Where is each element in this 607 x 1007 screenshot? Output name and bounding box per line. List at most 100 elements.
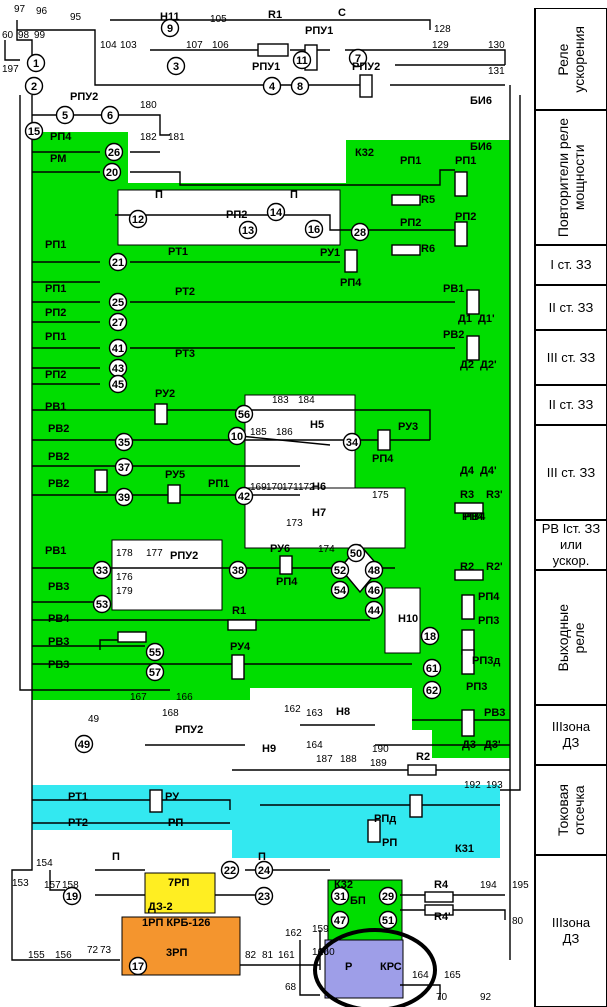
svg-text:19: 19: [66, 891, 78, 903]
section-power: Повторители реле мощности: [534, 110, 607, 245]
terminal-62: 62: [422, 680, 442, 700]
schematic-label: R3: [460, 489, 474, 501]
schematic-label: R1: [268, 9, 282, 21]
schematic-label: 175: [372, 490, 389, 501]
schematic-label: 73: [100, 945, 112, 956]
schematic-label: Н10: [398, 613, 418, 625]
svg-text:34: 34: [346, 437, 359, 449]
section-z2a: II ст. ЗЗ: [534, 285, 607, 330]
schematic-label: 156: [55, 950, 72, 961]
schematic-label: РВ3: [48, 581, 69, 593]
svg-text:18: 18: [424, 631, 436, 643]
schematic-label: Д4': [480, 465, 497, 477]
schematic-label: РТ1: [168, 246, 188, 258]
schematic-label: РУ1: [320, 247, 340, 259]
schematic-label: С: [338, 7, 346, 19]
schematic-label: 3РП: [166, 947, 187, 959]
schematic-label: 195: [512, 880, 529, 891]
schematic-label: 186: [276, 427, 293, 438]
schematic-label: 7РП: [168, 877, 189, 889]
schematic-label: 68: [285, 982, 297, 993]
svg-text:17: 17: [132, 961, 144, 973]
svg-text:56: 56: [238, 409, 250, 421]
terminal-47: 47: [330, 910, 350, 930]
schematic-label: КРС: [380, 961, 402, 973]
schematic-label: РПУ1: [252, 61, 280, 73]
schematic-label: R3': [486, 489, 503, 501]
schematic-label: 182: [140, 132, 157, 143]
terminal-18: 18: [420, 626, 440, 646]
svg-text:52: 52: [334, 565, 346, 577]
schematic-label: R2': [486, 561, 503, 573]
section-cut: Токовая отсечка: [534, 765, 607, 855]
svg-text:57: 57: [149, 667, 161, 679]
schematic-label: РП4: [478, 591, 500, 603]
terminal-34: 34: [342, 432, 362, 452]
schematic-label: Д4: [460, 465, 475, 477]
schematic-label: П: [258, 851, 266, 863]
terminal-46: 46: [364, 580, 384, 600]
schematic-label: R6: [421, 243, 435, 255]
schematic-label: 130: [488, 40, 505, 51]
wires: [4, 19, 521, 1000]
white-window-n10: [384, 587, 421, 654]
schematic-label: 166: [176, 692, 193, 703]
schematic-label: 194: [480, 880, 497, 891]
schematic-label: РП3: [466, 681, 487, 693]
svg-text:4: 4: [269, 81, 276, 93]
white-window-pp: [117, 189, 341, 246]
schematic-label: 174: [318, 544, 335, 555]
schematic-label: 165: [444, 970, 461, 981]
schematic-label: 105: [210, 14, 227, 25]
schematic-label: 172: [298, 482, 315, 493]
schematic-label: РУ6: [270, 543, 290, 555]
svg-text:25: 25: [112, 297, 124, 309]
schematic-label: ДЗ-2: [148, 901, 173, 913]
svg-text:20: 20: [106, 167, 118, 179]
schematic-label: 129: [432, 40, 449, 51]
schematic-label: РП1: [45, 331, 66, 343]
svg-text:46: 46: [368, 585, 380, 597]
svg-text:42: 42: [238, 491, 250, 503]
schematic-label: 177: [146, 548, 163, 559]
schematic-label: РВ3: [484, 707, 505, 719]
schematic-label: Н7: [312, 507, 326, 519]
schematic-label: 106: [212, 40, 229, 51]
terminal-27: 27: [108, 312, 128, 332]
schematic-label: 170: [266, 482, 283, 493]
schematic-label: БИ6: [470, 95, 492, 107]
schematic-label: 80: [512, 916, 524, 927]
svg-text:23: 23: [258, 891, 270, 903]
schematic-label: R5: [421, 194, 435, 206]
terminal-4: 4: [262, 76, 282, 96]
schematic-label: РВ2: [48, 478, 69, 490]
schematic-label: П: [290, 189, 298, 201]
schematic-label: 81: [262, 950, 274, 961]
schematic-label: 183: [272, 395, 289, 406]
terminal-50: 50: [346, 543, 366, 563]
schematic-label: 103: [120, 40, 137, 51]
terminal-28: 28: [350, 222, 370, 242]
schematic-label: 161: [278, 950, 295, 961]
schematic-label: РТ2: [175, 286, 195, 298]
schematic-label: РПУ2: [70, 91, 98, 103]
schematic-label: 153: [12, 878, 29, 889]
svg-text:47: 47: [334, 915, 346, 927]
terminal-54: 54: [330, 580, 350, 600]
schematic-label: 160: [312, 947, 329, 958]
schematic-label: 193: [486, 780, 503, 791]
schematic-label: 164: [412, 970, 429, 981]
schematic-label: РВ2: [48, 423, 69, 435]
schematic-label: R1: [232, 605, 246, 617]
white-window-n6: [244, 487, 406, 549]
schematic-label: Д2': [480, 359, 497, 371]
schematic-label: 96: [36, 6, 48, 17]
schematic-label: РУ5: [165, 469, 185, 481]
schematic-label: РП2: [226, 209, 247, 221]
terminal-43: 43: [108, 358, 128, 378]
terminal-39: 39: [114, 487, 134, 507]
schematic-label: 164: [306, 740, 323, 751]
schematic-label: R2: [416, 751, 430, 763]
schematic-label: Д1: [458, 313, 472, 325]
terminal-48: 48: [364, 560, 384, 580]
